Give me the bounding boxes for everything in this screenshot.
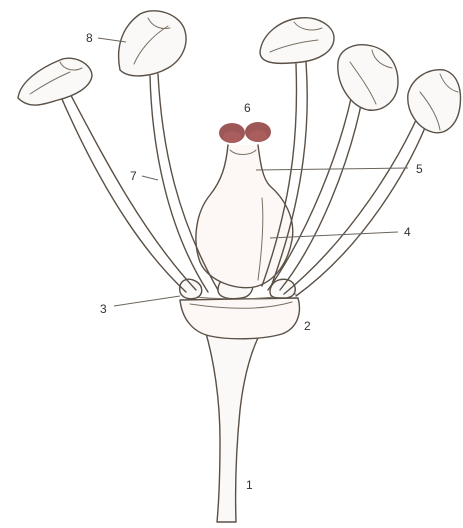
label-ovary: 4 [404,225,411,239]
leader-7 [142,176,158,180]
leader-3 [114,296,180,306]
label-perianth: 3 [100,302,107,316]
label-filament: 7 [130,169,137,183]
anther-1 [18,58,92,105]
anthers [18,11,460,133]
anther-5 [408,70,461,133]
pedicel [205,330,262,522]
anther-3 [260,18,334,64]
receptacle [180,294,299,339]
label-pedicel: 1 [246,478,253,492]
label-receptacle: 2 [304,319,311,333]
label-stigma: 6 [244,101,251,115]
anther-4 [338,45,398,110]
label-anther: 8 [86,31,93,45]
label-style: 5 [416,162,423,176]
leader-5 [256,168,408,170]
stigma [219,122,271,143]
anther-2 [119,11,186,76]
